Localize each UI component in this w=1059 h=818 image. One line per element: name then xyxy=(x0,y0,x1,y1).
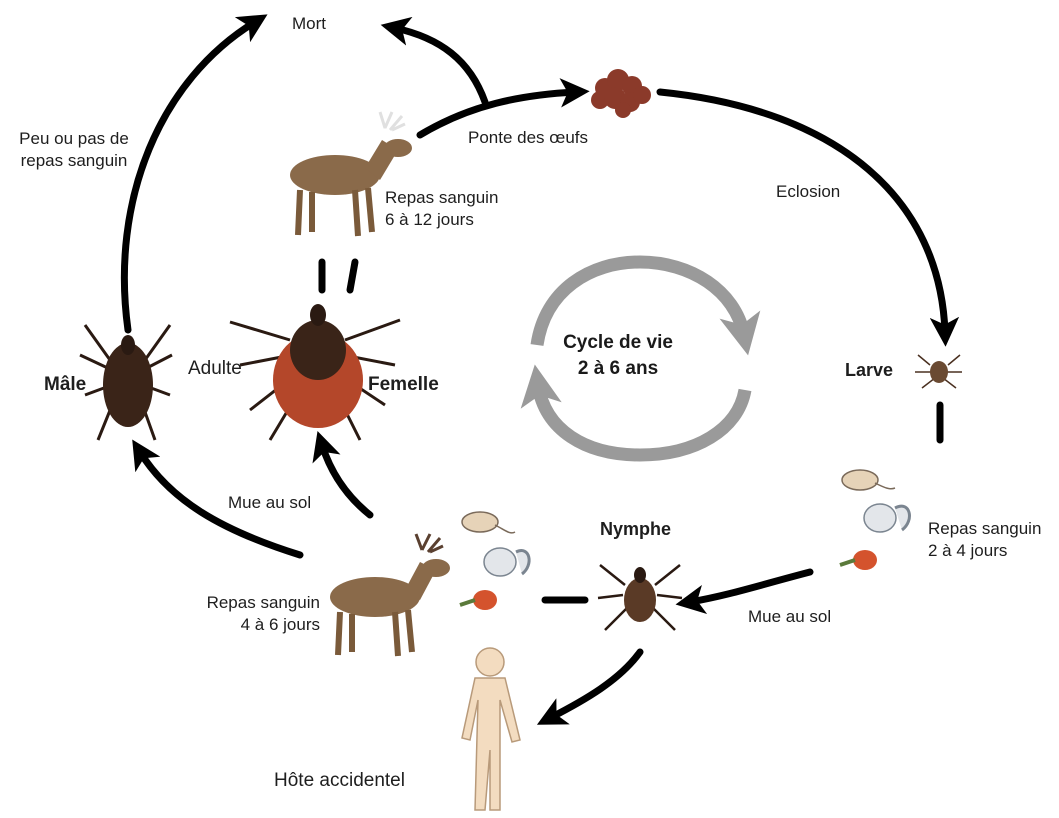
label-nymph-repas-line2: 4 à 6 jours xyxy=(180,614,320,636)
link-deer-to-female-right xyxy=(350,262,355,290)
label-peu-repas-line2: repas sanguin xyxy=(6,150,142,172)
arrow-male-to-mort xyxy=(124,22,255,330)
arrow-larva-to-nymph xyxy=(690,572,810,602)
label-nymphe: Nymphe xyxy=(600,518,671,540)
arrow-nymph-to-female xyxy=(322,445,370,515)
larva-tick xyxy=(915,355,962,388)
male-tick xyxy=(80,325,172,440)
label-larva-blood-meal: Repas sanguin 2 à 4 jours xyxy=(928,518,1041,562)
label-ponte: Ponte des œufs xyxy=(468,127,588,149)
label-adult-repas-line2: 6 à 12 jours xyxy=(385,209,498,231)
center-cycle-line2: 2 à 6 ans xyxy=(548,356,688,382)
small-hosts-larva xyxy=(840,470,909,570)
human-figure xyxy=(462,648,520,810)
mouse-icon xyxy=(462,512,498,532)
arrow-nymph-to-human xyxy=(550,652,640,718)
label-mue-sol-left: Mue au sol xyxy=(228,492,311,514)
label-mue-sol-right: Mue au sol xyxy=(748,606,831,628)
label-male: Mâle xyxy=(44,374,86,396)
squirrel-icon xyxy=(484,548,516,576)
label-nymph-repas-line1: Repas sanguin xyxy=(180,592,320,614)
mouse-icon xyxy=(842,470,878,490)
label-mort: Mort xyxy=(292,13,326,35)
female-tick xyxy=(230,304,400,440)
eggs-cluster xyxy=(591,69,651,118)
deer-bottom xyxy=(330,534,450,656)
center-cycle-line1: Cycle de vie xyxy=(548,330,688,356)
label-femelle: Femelle xyxy=(368,374,439,396)
robin-icon xyxy=(473,590,497,610)
small-hosts-nymph xyxy=(460,512,529,610)
label-nymph-blood-meal: Repas sanguin 4 à 6 jours xyxy=(180,592,320,636)
label-hote-accidentel: Hôte accidentel xyxy=(274,770,405,792)
center-cycle-label: Cycle de vie 2 à 6 ans xyxy=(548,330,688,382)
label-adult-blood-meal: Repas sanguin 6 à 12 jours xyxy=(385,187,498,231)
label-larve: Larve xyxy=(845,359,893,381)
label-eclosion: Eclosion xyxy=(776,181,840,203)
label-larve-repas-line2: 2 à 4 jours xyxy=(928,540,1041,562)
label-adult-repas-line1: Repas sanguin xyxy=(385,187,498,209)
robin-icon xyxy=(853,550,877,570)
arrow-eggs-to-larva xyxy=(660,92,945,332)
label-larve-repas-line1: Repas sanguin xyxy=(928,518,1041,540)
label-peu-repas: Peu ou pas de repas sanguin xyxy=(6,128,142,172)
label-peu-repas-line1: Peu ou pas de xyxy=(6,128,142,150)
label-adulte: Adulte xyxy=(188,358,242,380)
nymph-tick xyxy=(598,565,682,630)
squirrel-icon xyxy=(864,504,896,532)
arrow-female-to-mort xyxy=(395,28,485,102)
